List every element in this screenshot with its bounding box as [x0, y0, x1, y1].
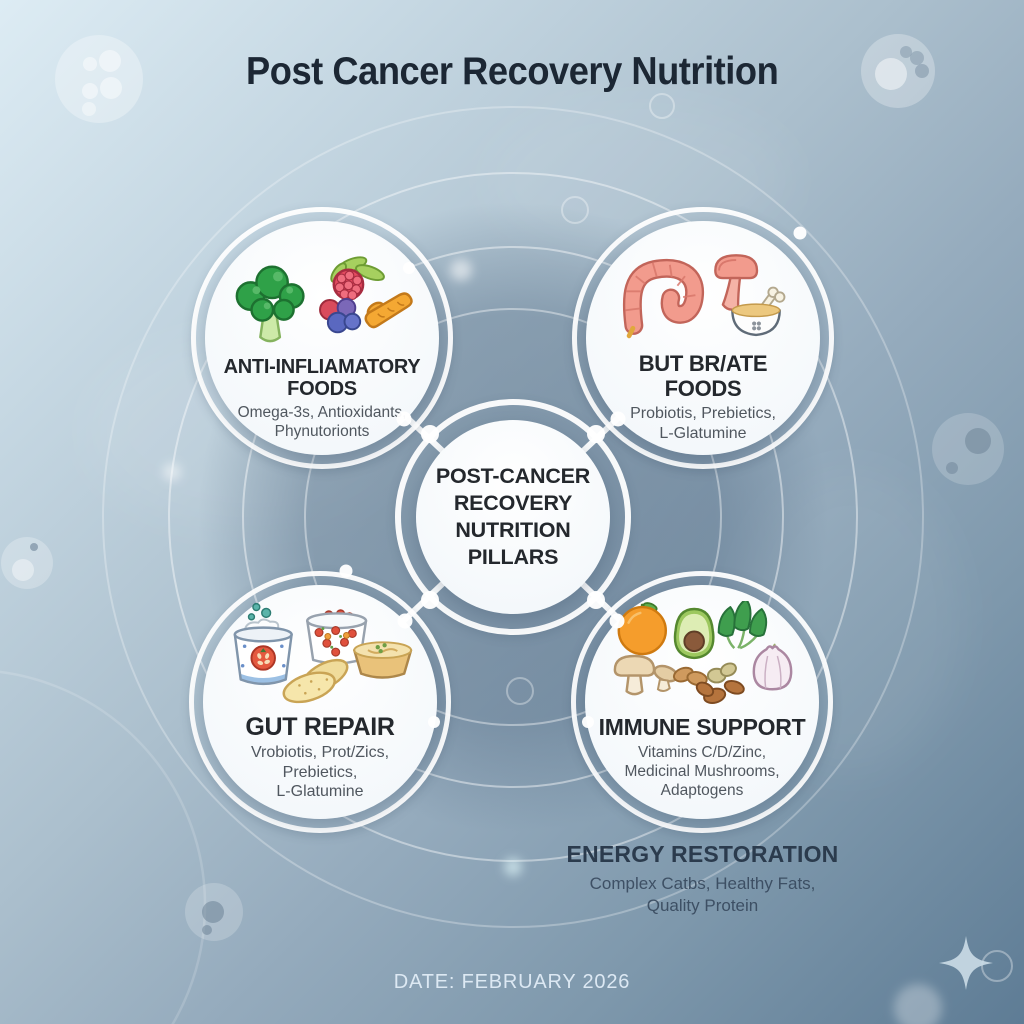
- node-subtitle: Vrobiotis, Prot/Zics, Prebietics, L-Glat…: [250, 744, 390, 801]
- pillar-gut-repair: GUT REPAIR Vrobiotis, Prot/Zics, Prebiet…: [203, 585, 437, 819]
- yogurt-tub-icon: [233, 618, 293, 686]
- avocado-icon: [673, 607, 715, 660]
- pillar-immune-support: IMMUNE SUPPORT Vitamins C/D/Zinc, Medici…: [585, 585, 819, 819]
- broccoli-icon: [235, 265, 305, 343]
- energy-subtitle: Complex Catbs, Healthy Fats, Quality Pro…: [589, 874, 816, 916]
- probiotic-drops-icon: [247, 602, 272, 621]
- node-title: BUT BR/ATE FOODS: [638, 351, 768, 401]
- raspberry-icon: [330, 256, 385, 301]
- butyrate-foods-illustration: [622, 254, 786, 339]
- bone-broth-bowl-icon: [731, 286, 786, 337]
- center-hub: POST-CANCER RECOVERY NUTRITION PILLARS: [416, 420, 610, 614]
- cell-decoration-right: [932, 413, 1004, 485]
- node-subtitle: Vitamins C/D/Zinc, Medicinal Mushrooms, …: [624, 743, 780, 799]
- node-title: GUT REPAIR: [245, 713, 395, 741]
- energy-restoration-note: ENERGY RESTORATION Complex Catbs, Health…: [545, 841, 860, 917]
- date-label: DATE: FEBRUARY 2026: [393, 971, 631, 993]
- immune-support-foods-illustration: [613, 601, 793, 704]
- pillar-butyrate-foods: BUT BR/ATE FOODS Probiotis, Prebietics, …: [586, 221, 820, 455]
- spinach-icon: [717, 601, 768, 650]
- node-title: IMMUNE SUPPORT: [598, 714, 806, 740]
- blueberries-icon: [319, 298, 362, 334]
- intestine-segment-icon: [714, 254, 759, 311]
- pillar-anti-inflammatory: ANTI-INFLIAMATORY FOODS Omega-3s, Antiox…: [205, 221, 439, 455]
- colon-icon: [622, 258, 704, 339]
- node-subtitle: Probiotis, Prebietics, L-Glatumine: [630, 405, 776, 442]
- center-title: POST-CANCER RECOVERY NUTRITION PILLARS: [435, 464, 591, 569]
- orange-icon: [617, 602, 668, 656]
- gut-repair-foods-illustration: [233, 602, 413, 704]
- garlic-icon: [752, 643, 793, 691]
- cell-decoration-bottom-left: [185, 883, 243, 941]
- turmeric-root-icon: [364, 292, 413, 329]
- page-title: Post Cancer Recovery Nutrition: [245, 50, 779, 93]
- node-title: ANTI-INFLIAMATORY FOODS: [223, 356, 421, 401]
- nuts-icon: [672, 662, 745, 704]
- cell-decoration-left: [1, 537, 53, 589]
- anti-inflammatory-foods-illustration: [235, 256, 413, 343]
- node-subtitle: Omega-3s, Antioxidants, Phynutorionts: [237, 403, 407, 440]
- hummus-bowl-icon: [353, 641, 413, 679]
- energy-title: ENERGY RESTORATION: [566, 841, 839, 867]
- mushrooms-icon: [613, 654, 679, 696]
